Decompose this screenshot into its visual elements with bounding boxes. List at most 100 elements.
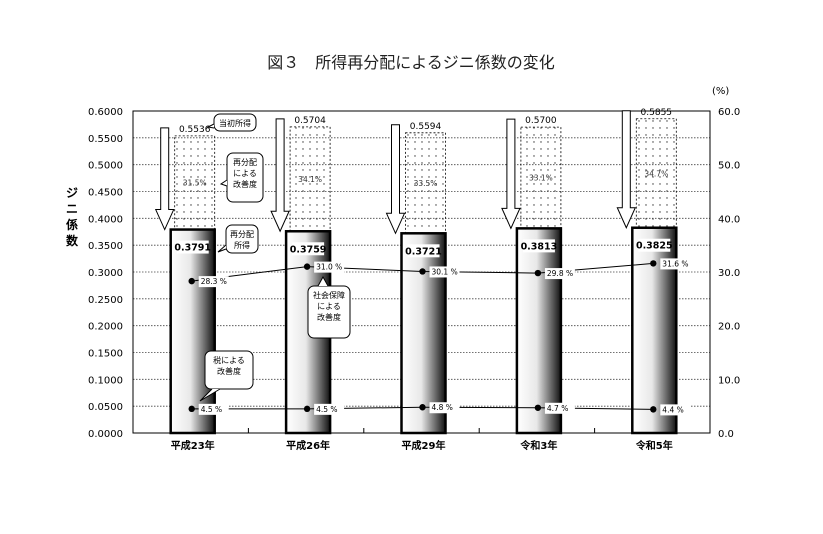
y2-tick-label: 60.0 xyxy=(718,107,740,118)
callout-redistributed-income xyxy=(225,224,259,254)
point-label-bg xyxy=(198,403,229,415)
social-point xyxy=(188,277,195,285)
y-tick-label: 0.4000 xyxy=(88,214,123,225)
tax-point xyxy=(303,405,311,413)
y-tick-label: 0.2000 xyxy=(88,322,123,333)
callout-redistribution-improvement-text: による xyxy=(233,169,257,178)
value-label-bg xyxy=(522,239,555,253)
y-tick-label: 0.0000 xyxy=(88,429,123,440)
y-axis-label-char: 数 xyxy=(66,233,79,248)
callout-redistributed-income-text: 所得 xyxy=(234,240,250,250)
initial-income-bar xyxy=(635,118,677,229)
value-label-bg xyxy=(292,242,325,256)
initial-income-bar xyxy=(520,126,562,229)
y-axis-label-char: ジ xyxy=(66,186,78,200)
social-point-label: 30.1 % xyxy=(432,267,458,276)
y-tick-label: 0.1000 xyxy=(88,375,123,386)
social-point-label: 29.8 % xyxy=(547,269,573,278)
x-tick-label: 平成29年 xyxy=(402,439,446,452)
callout-social-security-text: 改善度 xyxy=(317,312,341,322)
initial-income-label: 0.5855 xyxy=(641,108,673,118)
redistributed-income-label: 0.3721 xyxy=(405,246,442,257)
callout-redistribution-improvement xyxy=(226,152,264,203)
social-point xyxy=(303,263,311,270)
tax-point-label: 4.5 % xyxy=(316,405,337,414)
callout-social-security xyxy=(307,285,351,339)
social-point xyxy=(419,268,426,275)
redistributed-income-label: 0.3825 xyxy=(636,241,673,252)
callout-tax xyxy=(204,350,254,390)
y-tick-label: 0.5000 xyxy=(88,161,123,172)
redistributed-income-bar xyxy=(515,227,563,435)
y2-tick-label: 10.0 xyxy=(718,375,740,386)
x-tick-label: 平成23年 xyxy=(171,439,215,452)
initial-income-label: 0.5594 xyxy=(410,122,442,132)
tax-point xyxy=(419,404,426,411)
social-point-label: 28.3 % xyxy=(201,277,227,286)
callout-redistribution-improvement-text: 再分配 xyxy=(233,158,257,167)
improvement-label: 31.5% xyxy=(183,179,207,188)
down-arrow-icon xyxy=(270,118,290,233)
redistributed-income-label: 0.3759 xyxy=(290,244,327,255)
y-tick-label: 0.2500 xyxy=(88,295,123,306)
down-arrow-icon xyxy=(154,127,175,231)
y2-axis-label: (%) xyxy=(712,86,729,97)
redistributed-income-label: 0.3813 xyxy=(521,241,558,252)
y-axis-label-char: 係 xyxy=(66,217,78,232)
callout-social-security-tail xyxy=(317,275,329,287)
point-label-bg xyxy=(429,402,460,414)
redistributed-income-bar xyxy=(169,228,216,435)
y-tick-label: 0.5500 xyxy=(88,134,123,145)
tax-point-label: 4.7 % xyxy=(547,404,568,413)
improvement-label: 34.7% xyxy=(644,169,668,178)
tax-point xyxy=(188,405,195,413)
point-label-bg xyxy=(429,266,460,278)
down-arrow-icon xyxy=(501,118,521,230)
point-label-bg xyxy=(314,261,345,273)
social-point-label: 31.6 % xyxy=(662,259,688,268)
improvement-label: 33.1% xyxy=(529,174,553,183)
x-tick-label: 平成26年 xyxy=(286,439,330,452)
callout-tax-text: 改善度 xyxy=(217,366,241,376)
point-label-bg xyxy=(314,403,345,415)
y2-tick-label: 50.0 xyxy=(718,161,740,172)
point-label-bg xyxy=(544,268,575,280)
tax-point-label: 4.8 % xyxy=(432,403,453,412)
y-axis-label-char: ニ xyxy=(66,202,78,216)
initial-income-label: 0.5704 xyxy=(294,116,326,126)
point-label-bg xyxy=(198,276,229,288)
y-tick-label: 0.4500 xyxy=(88,188,123,199)
callout-social-security-text: による xyxy=(317,302,341,311)
down-arrow-icon xyxy=(616,110,637,229)
y2-tick-label: 40.0 xyxy=(718,214,740,225)
y-axis-label: ジニ係数 xyxy=(66,186,79,248)
value-label-bg xyxy=(176,240,209,254)
down-arrow-icon xyxy=(385,124,406,235)
x-tick-label: 令和5年 xyxy=(635,439,673,452)
callout-tax-tail xyxy=(199,388,221,402)
callout-social-security-text: 社会保障 xyxy=(313,290,345,300)
redistributed-income-label: 0.3791 xyxy=(174,243,211,254)
y2-tick-label: 20.0 xyxy=(718,322,740,333)
social-point-label: 31.0 % xyxy=(316,263,342,272)
value-label-bg xyxy=(407,244,440,258)
social-point xyxy=(650,260,657,267)
tax-point xyxy=(534,404,542,411)
y-tick-label: 0.0500 xyxy=(88,402,123,413)
y2-tick-label: 30.0 xyxy=(718,268,740,279)
callout-tax-text: 税による xyxy=(213,355,245,365)
tax-point xyxy=(650,406,657,413)
y-tick-label: 0.3000 xyxy=(88,268,123,279)
chart-title: 図３ 所得再分配によるジニ係数の変化 xyxy=(267,53,555,72)
callout-initial-income xyxy=(213,113,257,132)
value-label-bg xyxy=(638,238,671,252)
social-point xyxy=(534,269,542,277)
callout-initial-income-tail xyxy=(206,123,215,129)
callout-redistributed-income-tail xyxy=(217,244,227,253)
y-tick-label: 0.6000 xyxy=(88,107,123,118)
improvement-label: 34.1% xyxy=(298,175,322,184)
tax-point-label: 4.4 % xyxy=(662,405,683,414)
point-label-bg xyxy=(544,402,575,414)
callout-redistribution-improvement-tail xyxy=(219,179,228,187)
